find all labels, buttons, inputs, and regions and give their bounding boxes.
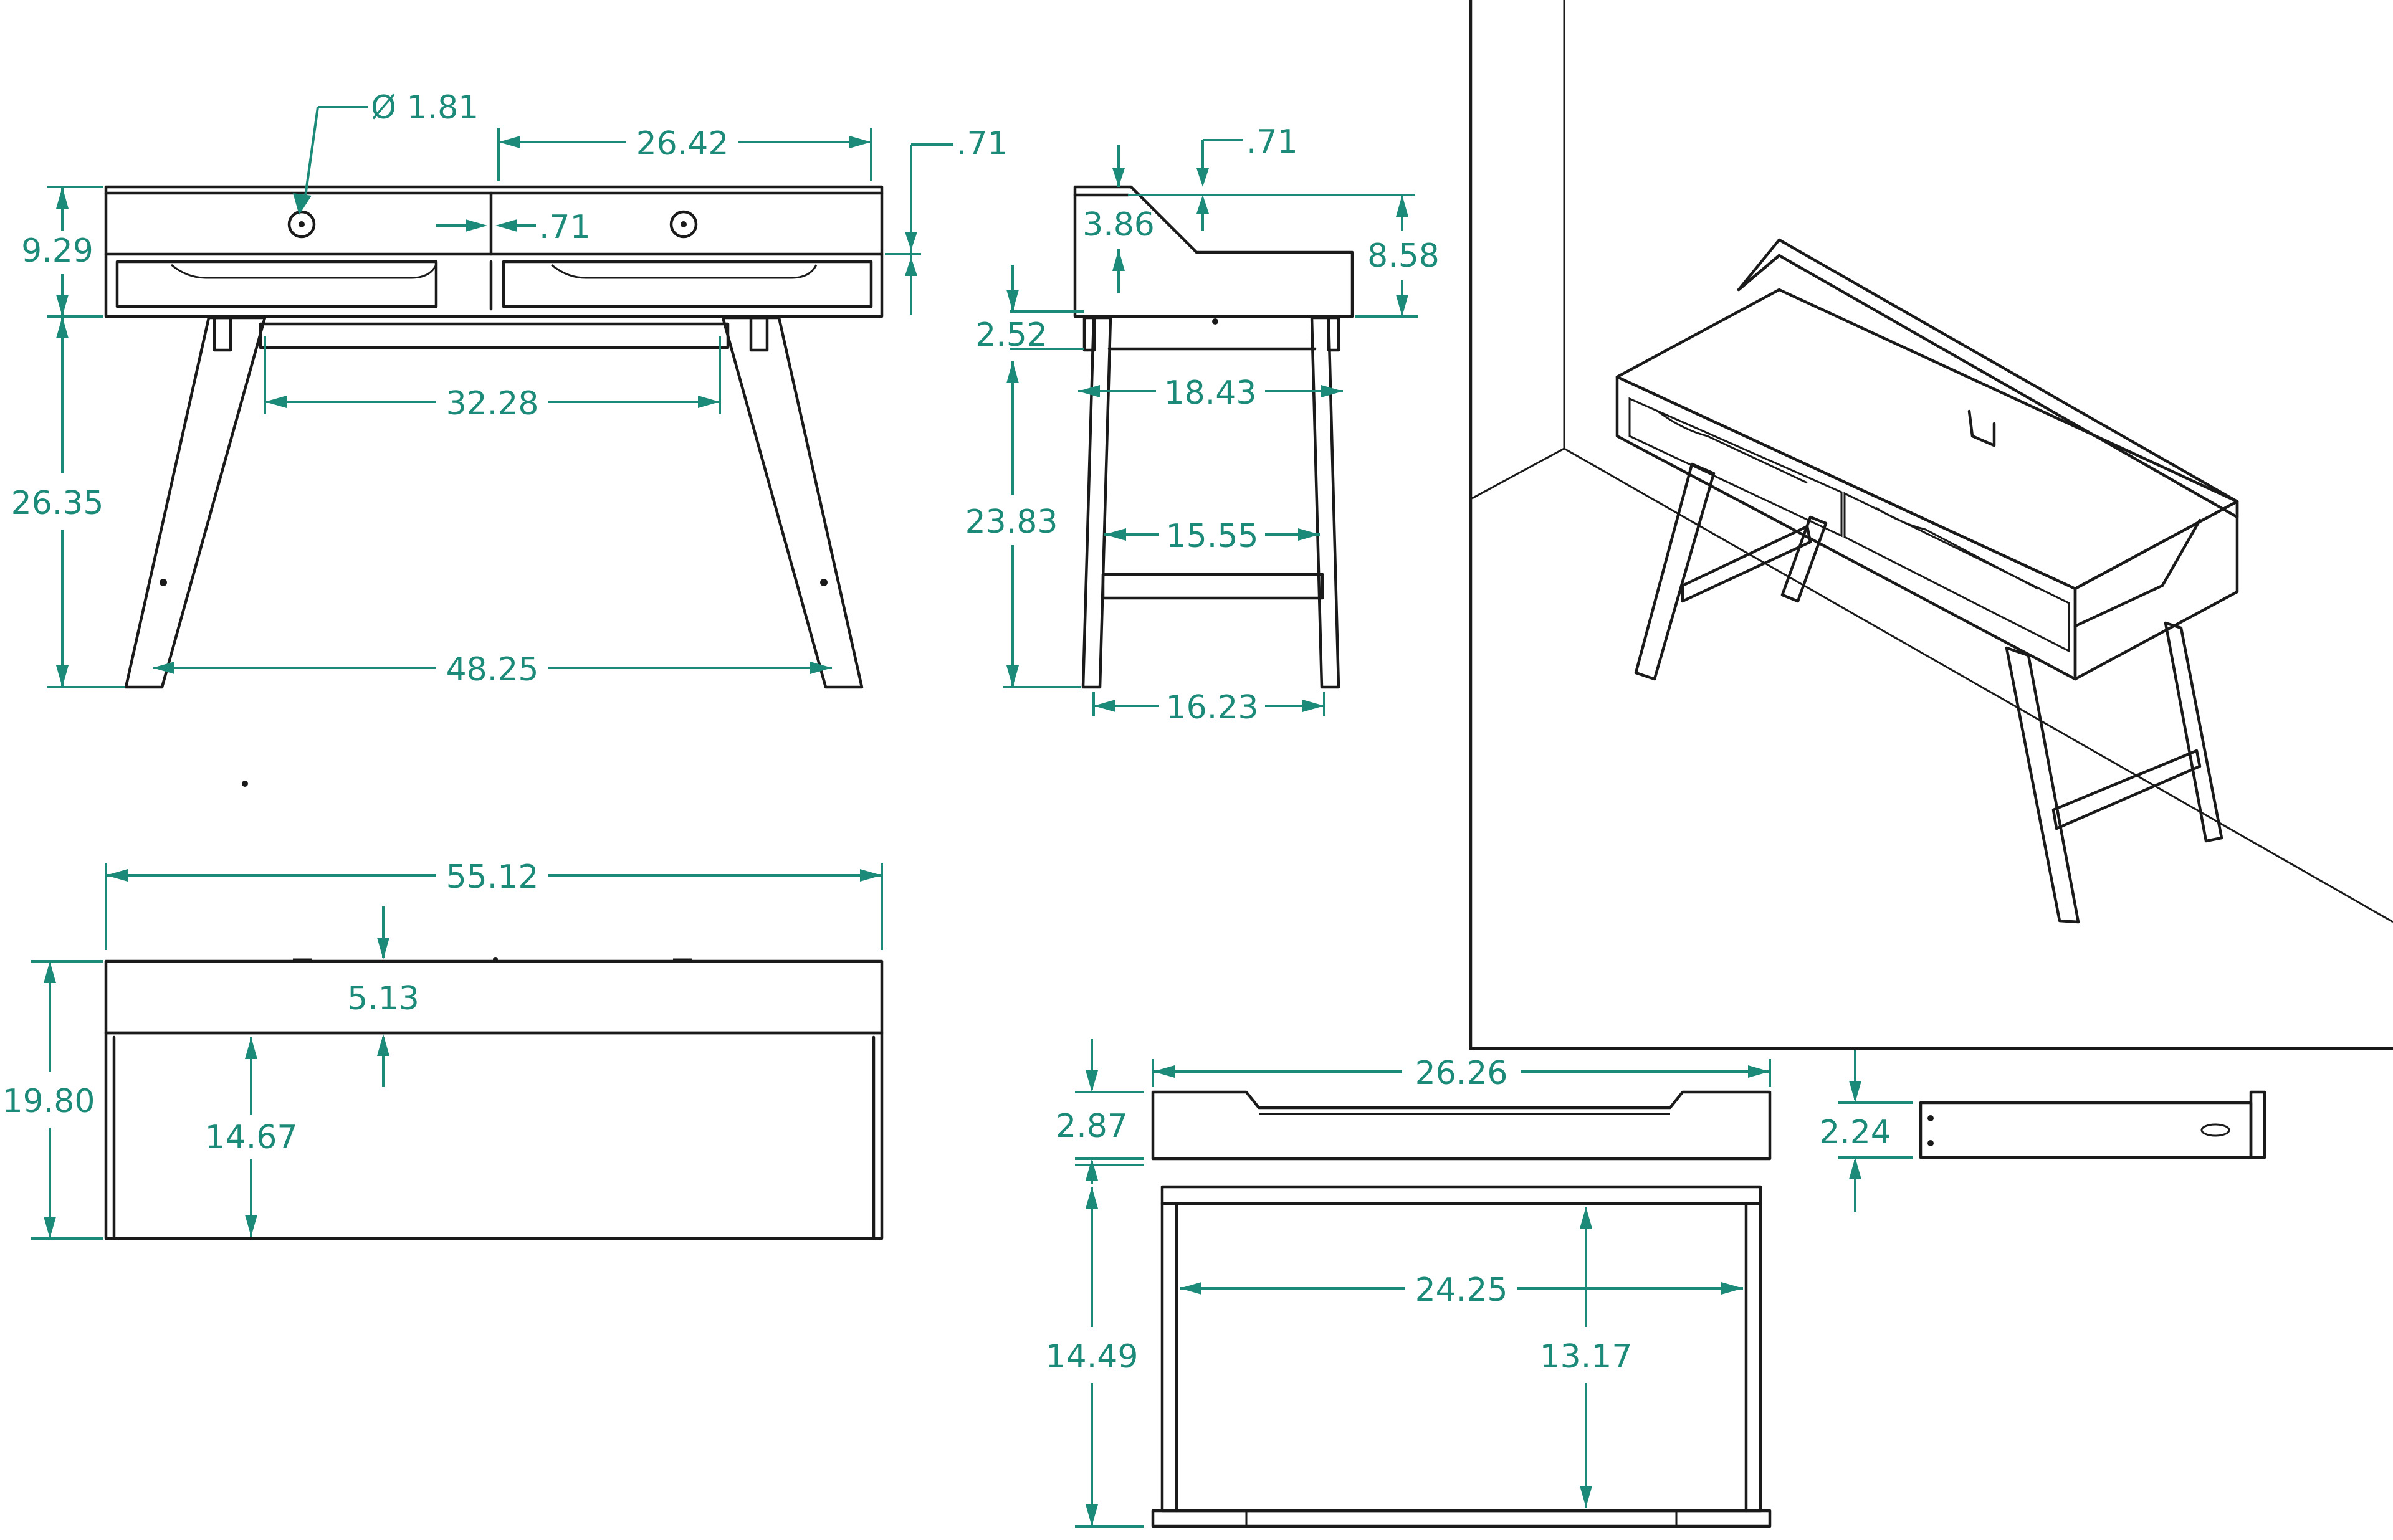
drawer-front-board (1151, 1509, 1772, 1528)
dim-drawer-depth: 14.49 (1046, 1338, 1139, 1376)
front-leg-right (721, 316, 864, 689)
side-view: .71 3.86 8.58 2.52 18.43 23.83 15.55 (965, 123, 1440, 726)
dim-foot-span: 48.25 (446, 651, 539, 688)
dim-shelf-depth: 5.13 (347, 980, 419, 1017)
drawer-box-outline (1160, 1185, 1762, 1513)
front-drawer-right (502, 260, 873, 308)
dim-drawer-inner-depth: 13.17 (1540, 1338, 1633, 1376)
top-hutch-shelf (104, 959, 884, 1035)
dim-hutch-step: 3.86 (1082, 206, 1155, 244)
iso-frame (1469, 0, 2393, 1050)
dim-drawer-inner-width: 24.25 (1415, 1271, 1508, 1309)
side-hutch-profile (1073, 185, 1354, 318)
drawer-front-view: 26.26 2.87 (1056, 1039, 1772, 1184)
iso-leg-front-right (2005, 646, 2080, 924)
dim-rail-height: 2.52 (975, 316, 1048, 354)
dim-hutch-height: 8.58 (1367, 237, 1440, 275)
dim-side-stretcher-width: 15.55 (1166, 518, 1259, 555)
dim-overall-depth: 19.80 (2, 1083, 95, 1120)
isometric-view (1469, 0, 2393, 1050)
side-leg-left (1081, 316, 1112, 689)
dim-desk-depth: 14.67 (205, 1119, 298, 1156)
dim-drawer-front-width: 26.26 (1415, 1055, 1508, 1092)
dim-divider-thickness: .71 (539, 209, 591, 246)
top-view: 55.12 5.13 19.80 14.67 (2, 781, 884, 1240)
dim-drawer-front-height: 2.87 (1056, 1108, 1128, 1145)
drawer-top-view: 14.49 24.25 13.17 (1046, 1164, 1772, 1528)
dim-overall-width: 55.12 (446, 858, 539, 896)
front-drawer-left (115, 260, 438, 308)
front-view: Ø 1.81 26.42 .71 .71 9.29 26.35 (11, 89, 1008, 689)
front-leg-left (124, 316, 267, 689)
dim-stretcher-width: 32.28 (446, 385, 539, 422)
dim-side-inner-width: 18.43 (1164, 374, 1257, 412)
dim-hole-diameter: Ø 1.81 (371, 89, 479, 126)
dim-side-top-thickness: .71 (1246, 123, 1298, 161)
dim-drawer-width: 26.42 (636, 125, 729, 163)
front-back-rail (259, 322, 730, 349)
side-stretcher (1101, 573, 1324, 600)
dim-side-leg-height: 23.83 (965, 503, 1058, 541)
dim-apron-height: 9.29 (21, 232, 93, 270)
drawer-front-profile (1151, 1090, 1772, 1161)
side-leg-right (1310, 316, 1340, 689)
dim-side-foot-span: 16.23 (1166, 689, 1259, 726)
dim-top-thickness: .71 (957, 125, 1008, 163)
dim-leg-height: 26.35 (11, 485, 104, 522)
iso-hutch-shelf (1737, 238, 2239, 519)
iso-desktop (1615, 288, 2239, 591)
top-desk-surface (104, 1031, 884, 1240)
dim-drawer-side-height: 2.24 (1819, 1114, 1891, 1151)
drawer-side-view: 2.24 (1819, 1050, 2266, 1212)
iso-front-face (1615, 375, 2077, 681)
front-apron-box (104, 185, 884, 318)
